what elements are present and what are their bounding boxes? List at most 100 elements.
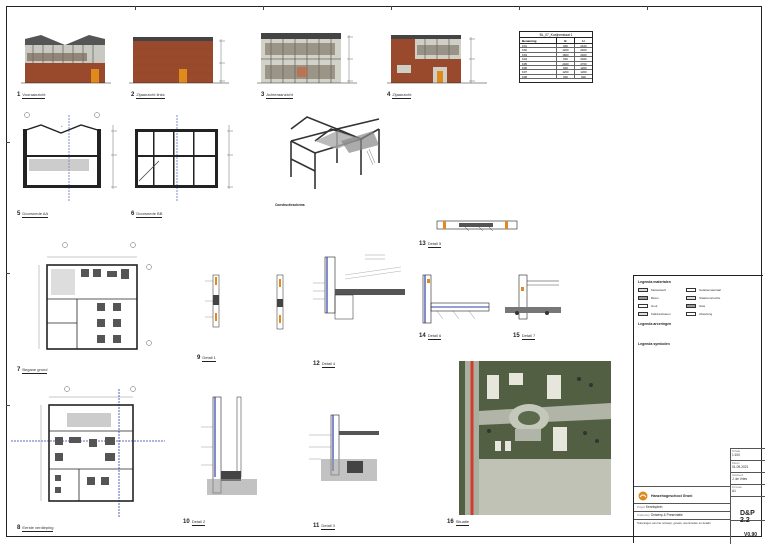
section-bb [135,115,233,201]
schedule-cell: 2400 [580,52,587,57]
schedule-cell: 2400 [557,61,575,66]
legend-swatch [686,304,696,308]
legend-swatch [686,296,696,300]
tb-version-cell [731,520,765,544]
detail-12 [313,254,405,320]
schedule-cell: 2700 [580,61,587,66]
legend-title-3: Legenda symbolen [638,342,670,346]
legend-label: Hout [651,304,658,308]
legend-label: Beton [651,296,659,300]
schedule-cell: K02 [520,48,557,52]
tb-project-area: Hanzehogeschool Groni Project Kennisplei… [634,486,730,544]
svg-text:+: + [61,124,63,128]
elevation-rear [257,33,357,84]
schedule-cell: K03 [520,52,557,57]
elevation-side-left [129,37,229,84]
schedule-header: Benaming B H [520,38,592,44]
edge-tick [391,6,392,10]
legend-label: Afwerking [699,312,713,316]
construction-label: Constructieschema [275,203,305,207]
schedule-cell: 900 [581,74,586,79]
elevation-front [21,35,111,84]
company-name: Hanzehogeschool Groni [651,494,693,498]
edge-tick [647,6,648,10]
schedule-cell: K01 [520,44,557,48]
schedule-col-name: Benaming [520,38,557,43]
legend-label: Metselwerk [651,288,667,292]
edge-tick [6,405,10,406]
schedule-cell: 900 [557,74,575,79]
floor-plan-first [11,386,165,517]
tb-code-cell [731,496,765,520]
legend-swatch [638,312,648,316]
detail-14 [422,274,490,324]
schedule-cell: K08 [520,74,557,79]
legend-swatch [638,304,648,308]
edge-tick [6,142,10,143]
schedule-cell: 900 [557,44,575,48]
legend-label: Glas [699,304,706,308]
site-plan [459,361,611,515]
title-block: Legenda materialen Metselwerk Isolatiemat… [633,275,765,544]
schedule-title: BL_07_Kozijnenstaat 1 [520,32,592,38]
edge-tick [519,6,520,10]
schedule-cell: 1800 [557,52,575,57]
schedule-cell: K04 [520,57,557,61]
detail-10 [201,396,257,495]
schedule-col-b: B [557,38,575,43]
detail-11 [309,414,379,481]
tb-project: Project Kennisplein [634,503,730,510]
schedule-cell: 1200 [580,70,587,75]
legend-swatch [638,296,648,300]
tb-subject: Onderwerp Ontwerp & Presentatie [634,511,730,518]
detail-15 [505,274,561,320]
legend-label: Isolatiemateriaal [699,288,721,292]
sheet-code: D&P 2.2 [740,510,755,524]
section-aa: + [22,112,117,201]
schedule-cell: K06 [520,65,557,70]
legend-swatch [686,288,696,292]
schedule-cell: 1200 [557,70,575,74]
edge-tick [6,273,10,274]
legend-title: Legenda materialen [638,280,671,284]
edge-tick [263,6,264,10]
schedule-cell: 2400 [580,57,587,62]
company-logo-icon [638,491,648,501]
sheet-version: V0.90 [744,532,758,538]
schedule-cell: K07 [520,70,557,74]
detail-9b [276,274,284,330]
legend-swatch [638,288,648,292]
schedule-cell: K05 [520,61,557,66]
schedule-cell: 1200 [557,48,575,52]
